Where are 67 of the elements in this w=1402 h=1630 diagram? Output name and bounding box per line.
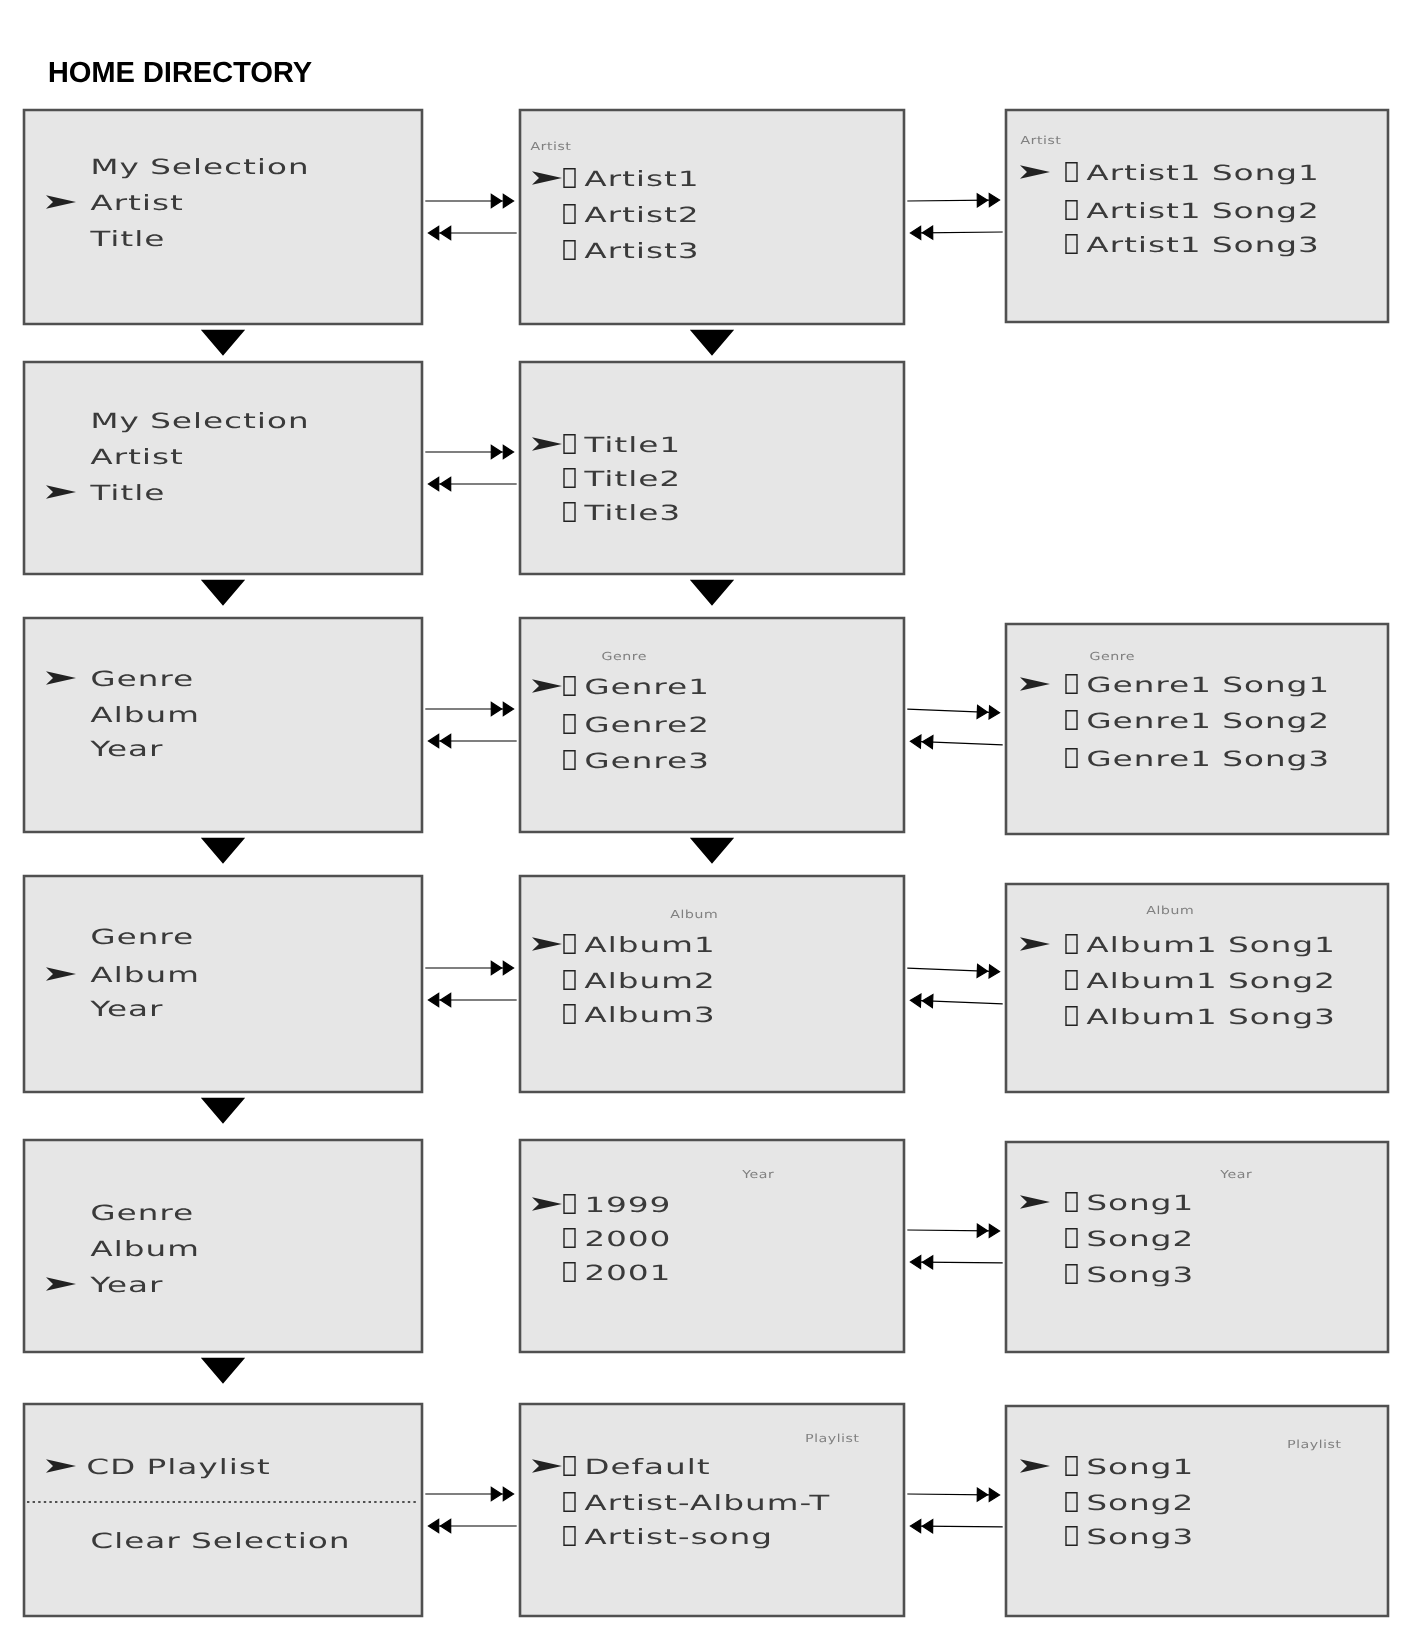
menu-item: Title2 [584,470,677,487]
menu-item: Genre3 [586,752,707,769]
skip-arrow [424,1486,515,1502]
menu-item: Clear Selection [92,1532,347,1549]
menu-item: Artist2 [584,206,696,223]
menu-item: Album [90,1240,197,1257]
menu-item: Year [90,740,163,757]
menu-item: Song1 [1088,1458,1191,1479]
menu-item: Song1 [1088,1194,1191,1215]
skip-arrow [424,444,515,460]
menu-item: Album [90,706,197,723]
skip-arrow [909,225,1004,241]
menu-item: Artist1 Song1 [1086,164,1316,185]
menu-item: Song2 [1088,1494,1190,1515]
menu-item: 2001 [586,1264,668,1281]
title: HOME DIRECTORY [49,61,312,83]
skip-arrow [427,476,518,492]
skip-arrow [906,963,1001,979]
menu-item: Album1 [584,936,712,953]
menu-item: Song3 [1088,1266,1191,1287]
menu-item: CD Playlist [88,1458,269,1479]
menu-item: Album1 Song3 [1086,1008,1333,1029]
menu-item: 2000 [586,1230,669,1247]
menu-item: Artist-Album-T [584,1494,830,1511]
menu-item: My Selection [93,412,306,433]
skip-arrow [427,225,518,241]
skip-arrow [906,192,1001,208]
menu-item: Album2 [584,972,712,989]
menu-item: Genre1 [586,678,706,695]
menu-item: Artist1 [584,170,696,187]
menu-item: Genre1 Song3 [1088,750,1327,771]
menu-item: Album1 Song2 [1086,972,1332,993]
skip-arrow [424,960,515,976]
menu-item: Artist [90,194,183,211]
menu-item: Artist3 [584,242,696,259]
skip-arrow [424,701,515,717]
skip-arrow [424,193,515,209]
skip-arrow [909,734,1004,750]
menu-item: Song2 [1088,1230,1190,1251]
menu-item: Year [90,1276,163,1293]
menu-item: Artist-song [584,1528,770,1549]
menu-item: Genre [92,670,192,687]
menu-item: My Selection [93,158,306,179]
menu-item: Artist1 Song2 [1086,202,1316,223]
menu-item: Artist [90,448,183,465]
skip-arrow [427,733,518,749]
skip-arrow [427,1518,518,1534]
menu-item: Title1 [584,436,678,453]
menu-item: Title3 [584,504,678,521]
menu-item: 1999 [587,1196,669,1213]
skip-arrow [427,992,518,1008]
menu-item: Artist1 Song3 [1086,236,1317,257]
menu-item: Genre1 Song1 [1088,676,1327,697]
menu-item: Default [587,1458,709,1475]
menu-item: Album3 [584,1006,713,1023]
menu-item: Genre [92,1204,192,1221]
menu-item: Genre1 Song2 [1088,712,1326,733]
menu-item: Song3 [1088,1528,1191,1549]
menu-item: Title [90,230,163,247]
menu-item: Album [90,966,197,983]
menu-item: Genre [92,928,192,945]
skip-arrow [906,704,1001,720]
skip-arrow [909,993,1004,1009]
menu-item: Genre2 [586,716,706,733]
menu-item: Title [90,484,163,501]
menu-item: Year [90,1000,163,1017]
menu-item: Album1 Song1 [1086,936,1332,957]
